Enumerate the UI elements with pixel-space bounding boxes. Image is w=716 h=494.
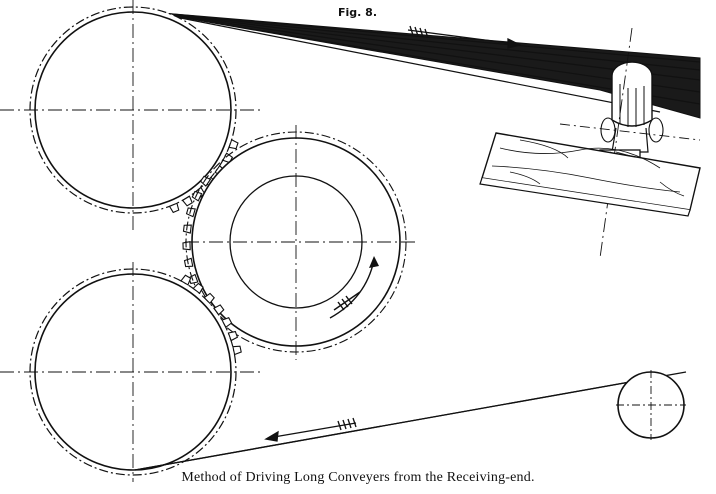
figure-caption: Method of Driving Long Conveyers from th… (181, 470, 535, 485)
middle-gear (182, 125, 415, 360)
lower-belt-arrow (264, 417, 357, 442)
roller-axis (599, 27, 633, 259)
upper-belt-arrow (407, 25, 522, 49)
wooden-board (479, 132, 701, 217)
lower-pulley (0, 262, 260, 482)
figure-label: Fig. 8. (338, 6, 377, 19)
upper-belt (149, 11, 701, 119)
idler-pulley (616, 370, 686, 440)
gear-feather-arrow (333, 291, 361, 311)
lower-belt (134, 371, 687, 471)
upper-pulley (0, 0, 260, 230)
